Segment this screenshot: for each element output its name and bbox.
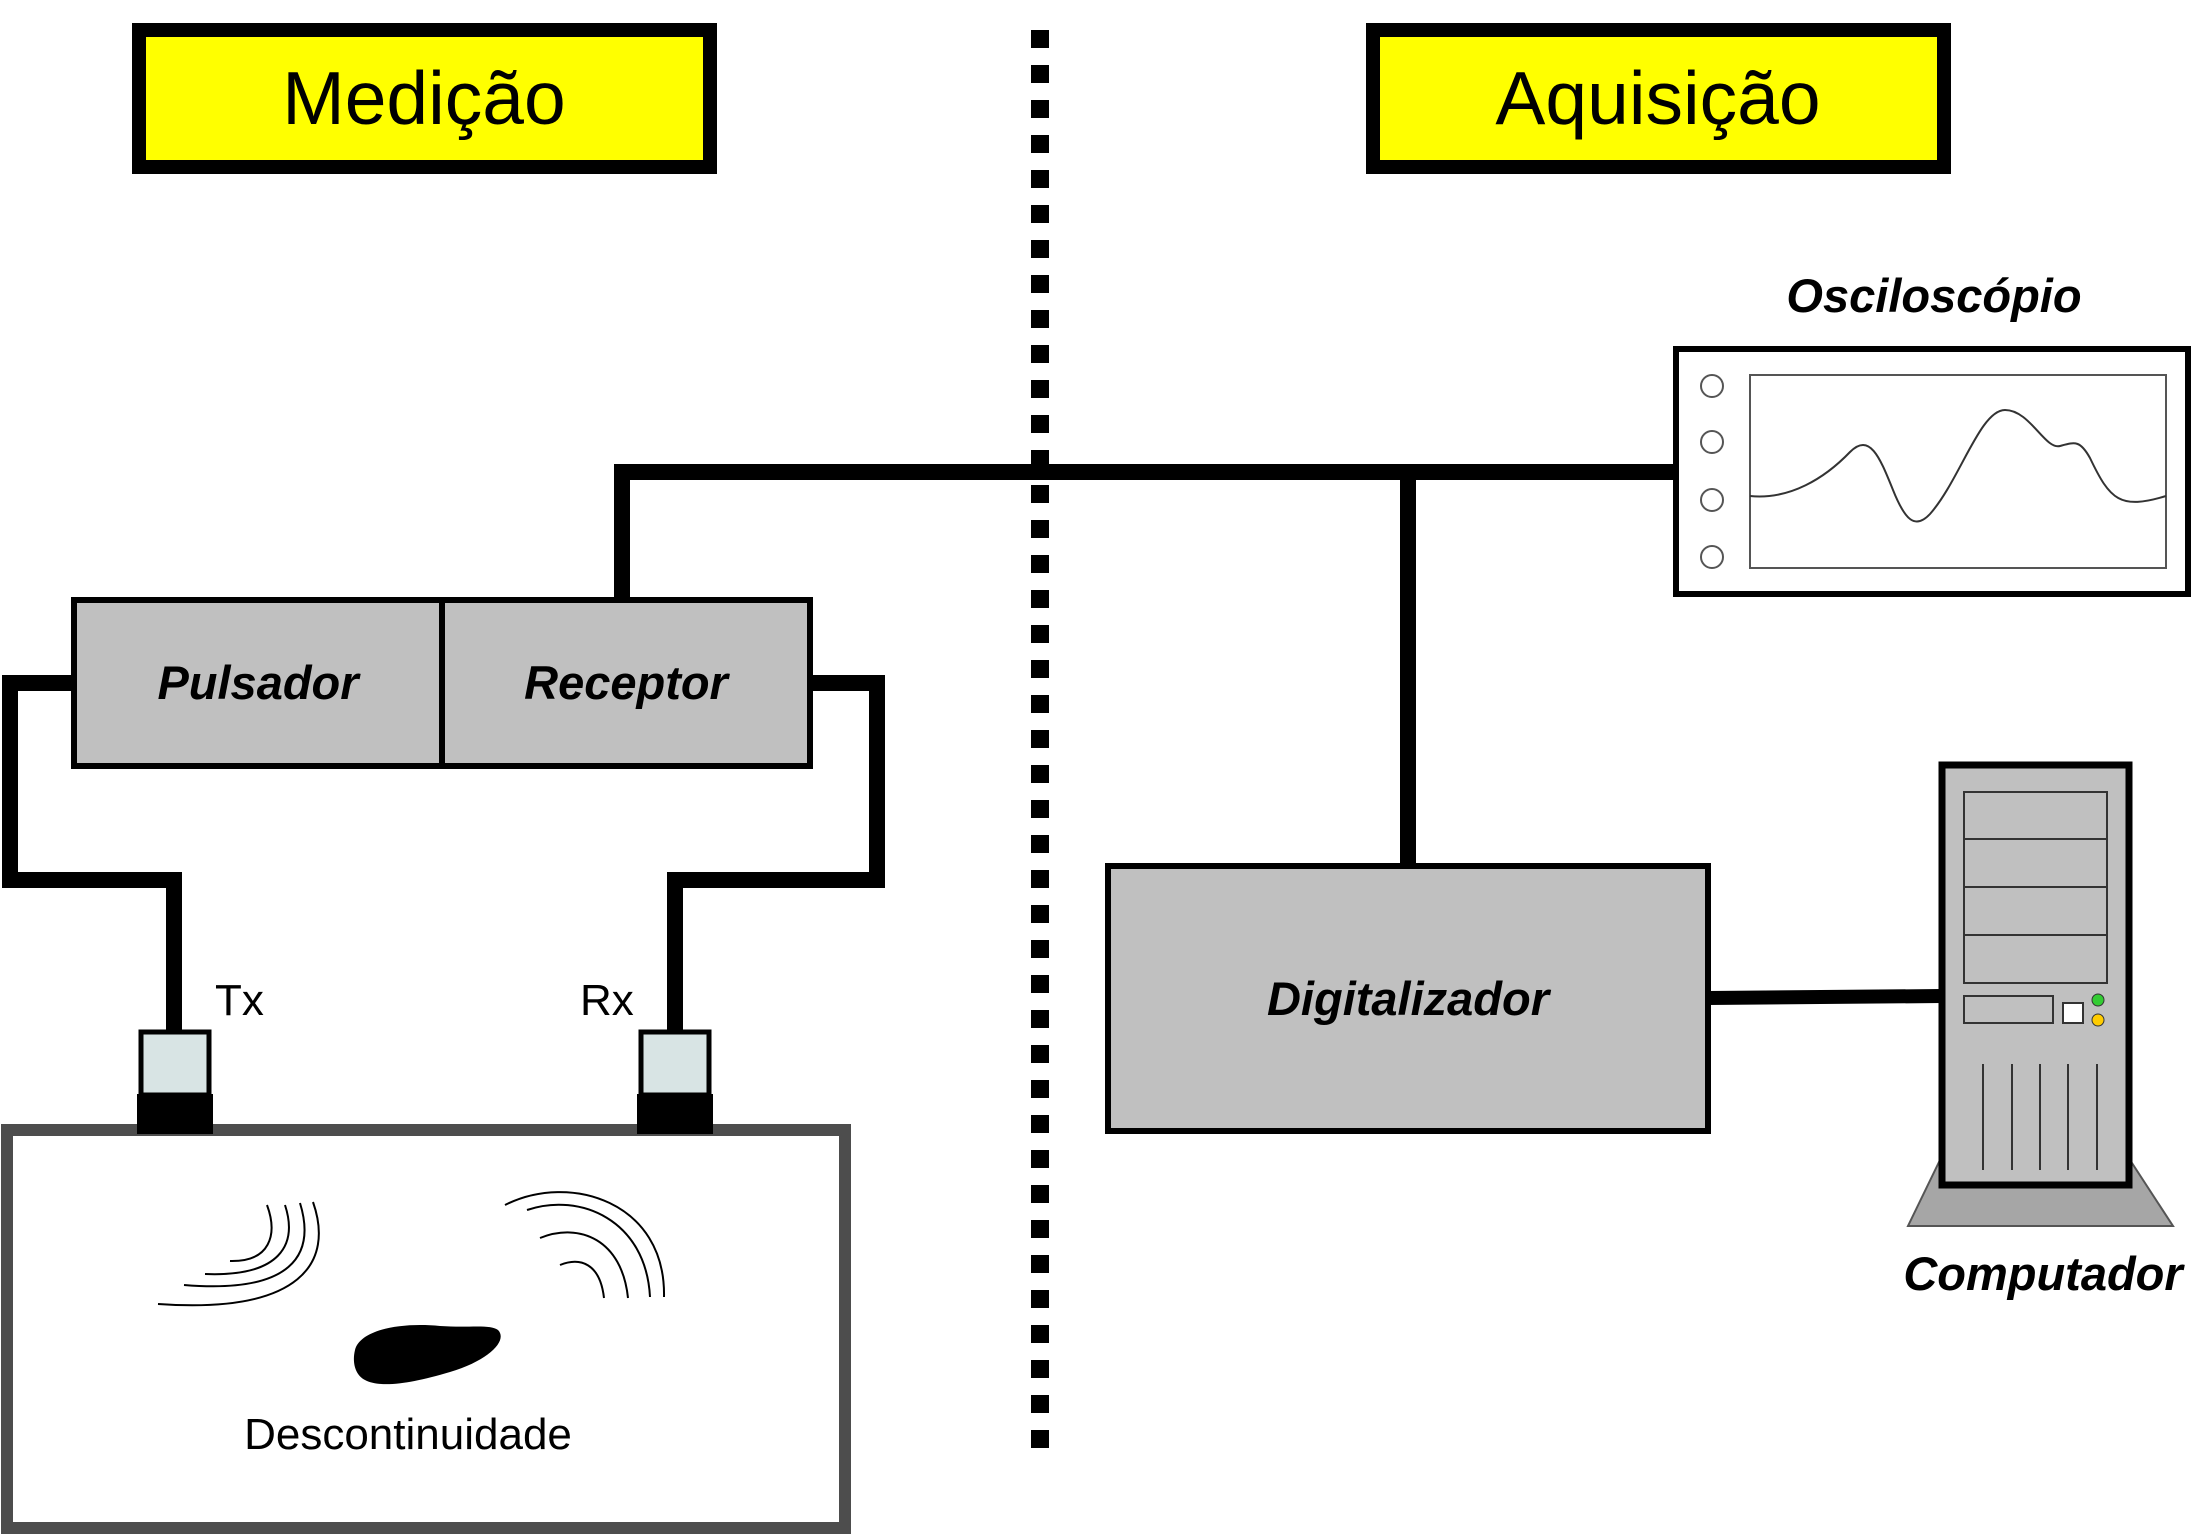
rx-transducer-base: [637, 1094, 713, 1134]
oscilloscope-waveform: [1749, 408, 2167, 523]
transmitted-wave-arc: [157, 1201, 320, 1307]
reflected-wave-arc: [504, 1191, 666, 1298]
tx-transducer: Tx: [137, 976, 264, 1134]
oscilloscope-knob: [1700, 488, 1724, 512]
transmitted-wave-arc: [204, 1204, 290, 1276]
computer: Computador: [1903, 761, 2185, 1300]
floppy-drive: [1963, 995, 2054, 1024]
drive-bay: [1963, 791, 2108, 840]
digitizer-label: Digitalizador: [1267, 972, 1552, 1025]
tx-transducer-face: [138, 1029, 212, 1098]
drive-bay: [1963, 934, 2108, 984]
tx-transducer-base: [137, 1094, 213, 1134]
rx-transducer-face: [638, 1029, 712, 1098]
transmitted-wave: [157, 1201, 320, 1307]
drive-bay: [1963, 838, 2108, 888]
header-measurement-label: Medição: [282, 56, 565, 140]
power-led-green: [2091, 993, 2105, 1007]
vent-slots: [1982, 1064, 2098, 1170]
transmitted-wave-arc: [183, 1202, 306, 1288]
oscilloscope-knob: [1700, 545, 1724, 569]
reflected-wave-arc: [539, 1231, 629, 1299]
signal-bus: [614, 464, 1676, 600]
digitizer-box: [1105, 863, 1711, 1134]
pulser-label: Pulsador: [157, 656, 361, 709]
specimen: Descontinuidade: [1, 1124, 851, 1534]
defect-label: Descontinuidade: [244, 1410, 572, 1459]
rx-transducer: Rx: [580, 976, 713, 1134]
digitizer: Digitalizador: [1105, 863, 1711, 1134]
tx-label: Tx: [215, 976, 264, 1025]
reflected-wave-arc: [559, 1260, 605, 1299]
pulser-receiver-unit: Pulsador Receptor: [71, 597, 813, 769]
oscilloscope-knob: [1700, 374, 1724, 398]
power-led-yellow: [2091, 1013, 2105, 1027]
receiver-box: [439, 597, 813, 769]
drive-bay: [1963, 886, 2108, 936]
digitizer-to-computer-cable: [1707, 989, 1943, 1005]
rx-label: Rx: [580, 976, 634, 1025]
reflected-wave-arc: [526, 1203, 651, 1298]
header-measurement: Medição: [132, 23, 717, 174]
header-acquisition: Aquisição: [1366, 23, 1951, 174]
power-button: [2062, 1002, 2084, 1024]
pulser-to-tx-cable: [2, 675, 182, 1034]
receiver-label: Receptor: [524, 656, 730, 709]
header-measurement-box: [132, 23, 717, 174]
defect-shape: [353, 1325, 501, 1385]
oscilloscope: Osciloscópio: [1673, 269, 2191, 597]
specimen-block: [1, 1124, 851, 1534]
receiver-to-rx-cable: [667, 675, 885, 1034]
oscilloscope-knob: [1700, 430, 1724, 454]
header-acquisition-box: [1366, 23, 1951, 174]
oscilloscope-label: Osciloscópio: [1786, 269, 2081, 322]
reflected-wave: [504, 1191, 666, 1299]
transmitted-wave-arc: [229, 1204, 273, 1263]
computer-label: Computador: [1903, 1247, 2185, 1300]
header-acquisition-label: Aquisição: [1495, 56, 1820, 140]
